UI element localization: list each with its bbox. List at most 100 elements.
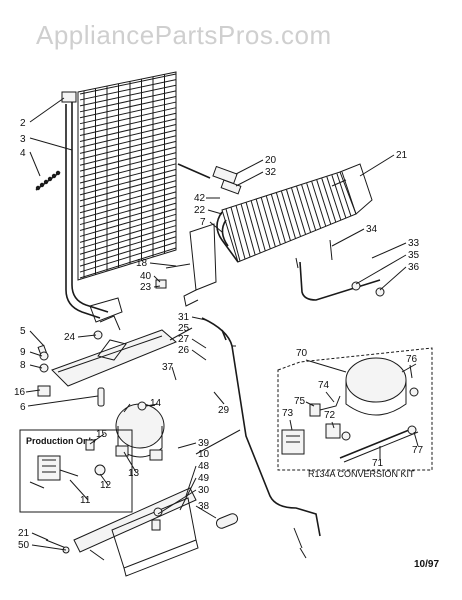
clip-dot [47, 176, 53, 182]
leader-line [77, 334, 97, 338]
coil-fin [286, 189, 302, 237]
coil-fin [240, 204, 256, 256]
callout-22: 22 [194, 205, 206, 216]
callout-20: 20 [265, 155, 277, 166]
condenser-rung [79, 202, 177, 231]
leader-line [149, 262, 177, 267]
condenser-rung [79, 225, 177, 255]
top-bracket [61, 91, 77, 103]
callout-13: 13 [128, 468, 140, 479]
leader-lines [25, 97, 419, 551]
leader-line [235, 171, 264, 187]
callout-36: 36 [408, 262, 420, 273]
condenser-rung [79, 230, 177, 261]
callout-10: 10 [198, 449, 210, 460]
coil-fin [225, 208, 241, 262]
leader-line [235, 159, 264, 175]
condenser-rung [79, 129, 177, 154]
leader-line [209, 221, 223, 233]
callout-29: 29 [218, 405, 230, 416]
coil-fin [255, 199, 271, 249]
callout-7: 7 [200, 217, 206, 228]
leader-line [359, 154, 395, 177]
callout-14: 14 [150, 398, 162, 409]
leader-line [185, 465, 197, 497]
callout-30: 30 [198, 485, 210, 496]
leader-line [355, 254, 407, 285]
callout-labels: 2 3 4 5 9 8 16 6 24 31 25 27 26 37 29 18… [14, 118, 424, 551]
callout-49: 49 [198, 473, 210, 484]
condenser-rung [79, 79, 177, 101]
callout-73: 73 [282, 408, 294, 419]
callout-3: 3 [20, 134, 26, 145]
condenser-rung [79, 95, 177, 119]
clip-dot [43, 179, 49, 185]
suction-tube [201, 317, 321, 559]
leader-line [305, 359, 347, 373]
callout-24: 24 [64, 332, 76, 343]
coil-fin [235, 205, 251, 258]
drain-pan [51, 315, 177, 387]
callout-6: 6 [20, 402, 26, 413]
leader-line [191, 338, 207, 349]
leader-line [371, 242, 407, 259]
leader-line [157, 489, 197, 515]
callout-48: 48 [198, 461, 210, 472]
callout-74: 74 [318, 380, 330, 391]
leader-line [153, 285, 161, 288]
base-plate [45, 487, 239, 577]
leader-line [25, 389, 41, 393]
leader-line [195, 429, 241, 455]
leader-line [289, 419, 293, 431]
leader-line [305, 401, 315, 407]
coil-fin [291, 187, 307, 235]
leader-line [325, 391, 335, 403]
tube-clip-strip [35, 170, 61, 191]
leader-line [153, 275, 161, 283]
callout-39: 39 [198, 438, 210, 449]
leader-line [29, 137, 73, 151]
condenser-rung [79, 107, 177, 131]
leader-line [31, 532, 49, 541]
leader-line [31, 544, 67, 551]
callout-77: 77 [412, 445, 424, 456]
callout-72: 72 [324, 410, 336, 421]
coil-fin [311, 181, 327, 227]
coil-fin [250, 200, 266, 251]
condenser-rung [79, 247, 177, 279]
callout-40: 40 [140, 271, 152, 282]
coil-fin [301, 184, 317, 231]
drier-assembly [177, 163, 242, 199]
callout-76: 76 [406, 354, 418, 365]
leader-line [99, 473, 109, 486]
production-only-frame [19, 429, 133, 513]
leader-line [29, 151, 41, 177]
callout-12: 12 [100, 480, 112, 491]
leader-line [331, 228, 365, 247]
callout-31: 31 [178, 312, 190, 323]
condenser-rung [79, 101, 177, 125]
clip-dot [39, 182, 45, 188]
callout-35: 35 [408, 250, 420, 261]
coil-fin [321, 178, 337, 223]
leader-line [207, 209, 223, 215]
coil-fin [280, 191, 296, 239]
callout-5: 5 [20, 326, 26, 337]
condenser-rung [79, 185, 177, 214]
leader-line [409, 364, 413, 379]
condenser-rung [79, 180, 177, 208]
coil-fin [275, 192, 291, 241]
callout-2: 2 [20, 118, 26, 129]
conversion-kit-label: R134A CONVERSION KIT [308, 469, 415, 479]
coil-fin [341, 171, 357, 215]
condenser-rung [79, 73, 177, 95]
left-hardware [37, 344, 105, 407]
coil-fin [306, 183, 322, 229]
condenser-rung [79, 90, 177, 113]
callout-11: 11 [80, 495, 91, 506]
callout-32: 32 [265, 167, 277, 178]
leader-line [27, 395, 99, 407]
callout-25: 25 [178, 323, 190, 334]
clip-dot [55, 170, 61, 176]
